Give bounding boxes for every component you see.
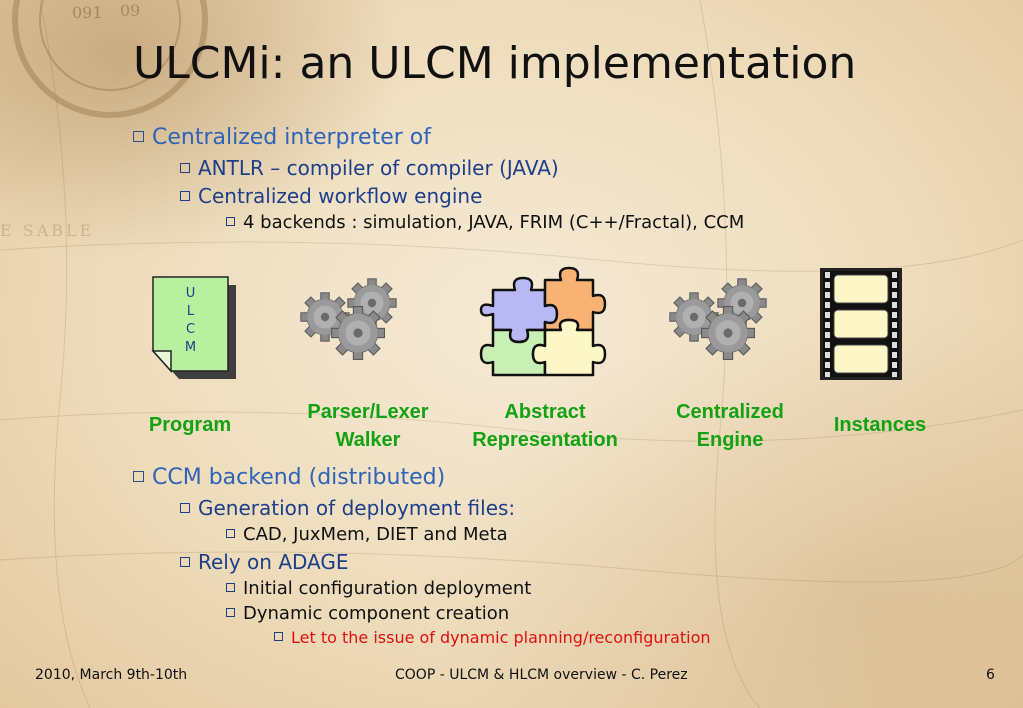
caption-abstract: Abstract Representation bbox=[472, 401, 618, 451]
bullet-generation: Generation of deployment files: bbox=[180, 496, 515, 520]
square-bullet-icon bbox=[133, 130, 144, 142]
slide-title: ULCMi: an ULCM implementation bbox=[133, 38, 857, 89]
bullet-cad: CAD, JuxMem, DIET and Meta bbox=[226, 524, 508, 545]
puzzle-icon bbox=[479, 266, 607, 377]
square-bullet-icon bbox=[226, 607, 235, 617]
caption-parser: Parser/Lexer Walker bbox=[307, 401, 429, 451]
svg-text:09: 09 bbox=[120, 1, 140, 20]
square-bullet-icon bbox=[180, 190, 190, 201]
bullet-workflow-engine: Centralized workflow engine bbox=[180, 184, 482, 208]
footer-date: 2010, March 9th-10th bbox=[35, 667, 188, 683]
square-bullet-icon bbox=[180, 502, 190, 513]
caption-instances: Instances bbox=[833, 414, 927, 436]
square-bullet-icon bbox=[226, 528, 235, 538]
svg-text:091: 091 bbox=[72, 3, 103, 22]
bullet-backends: 4 backends : simulation, JAVA, FRIM (C++… bbox=[226, 212, 744, 233]
program-document-label: U L C M bbox=[184, 286, 197, 355]
film-strip-icon bbox=[820, 268, 902, 380]
bullet-dynamic-planning: Let to the issue of dynamic planning/rec… bbox=[274, 628, 711, 647]
square-bullet-icon bbox=[133, 470, 144, 482]
square-bullet-icon bbox=[180, 162, 190, 173]
footer-title: COOP - ULCM & HLCM overview - C. Perez bbox=[395, 667, 688, 683]
square-bullet-icon bbox=[226, 582, 235, 592]
bullet-ccm-backend: CCM backend (distributed) bbox=[133, 465, 445, 490]
square-bullet-icon bbox=[226, 216, 235, 226]
bullet-centralized-interpreter: Centralized interpreter of bbox=[133, 125, 431, 150]
square-bullet-icon bbox=[274, 632, 283, 641]
bullet-antlr: ANTLR – compiler of compiler (JAVA) bbox=[180, 156, 559, 180]
engine-gears-icon bbox=[669, 278, 767, 361]
bullet-dynamic-creation: Dynamic component creation bbox=[226, 603, 509, 624]
parser-gears-icon bbox=[300, 278, 397, 361]
caption-engine: Centralized Engine bbox=[676, 401, 784, 451]
caption-program: Program bbox=[148, 414, 232, 436]
svg-text:E SABLE: E SABLE bbox=[0, 221, 94, 240]
page-number: 6 bbox=[986, 667, 995, 683]
square-bullet-icon bbox=[180, 556, 190, 567]
bullet-initial-config: Initial configuration deployment bbox=[226, 578, 531, 599]
bullet-adage: Rely on ADAGE bbox=[180, 550, 349, 574]
